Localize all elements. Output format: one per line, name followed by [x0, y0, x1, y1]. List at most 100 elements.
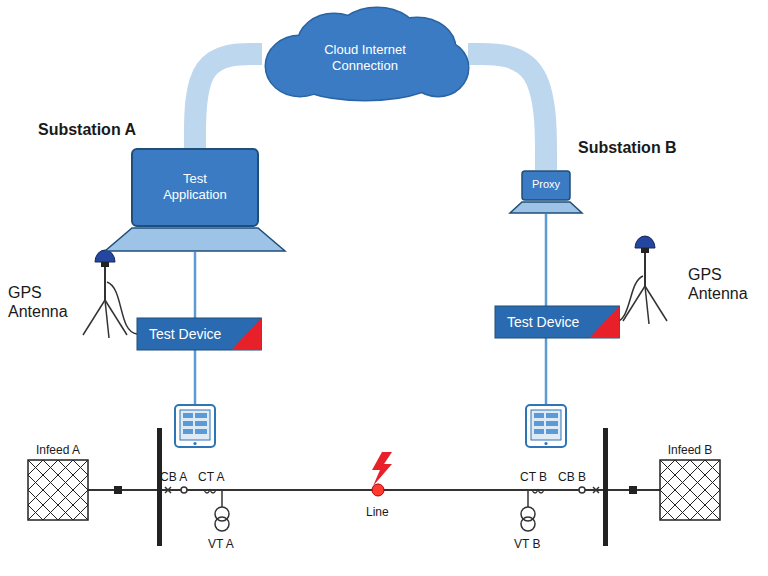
busbar: [157, 428, 608, 546]
infeed-hatch: [660, 460, 720, 520]
current-transformer-symbol: [204, 490, 216, 493]
infeed-source: Infeed B: [660, 443, 720, 520]
cloud-node: Cloud Internet Connection: [262, 8, 468, 100]
vt-label: VT B: [514, 537, 540, 551]
busbar: [603, 428, 608, 546]
cloud-shape: [266, 8, 468, 100]
node-text: Cloud Internet Connection: [306, 42, 424, 73]
gps-antenna: [104, 267, 106, 300]
ct-label: CT A: [198, 470, 224, 484]
tablet-icon: [183, 413, 193, 418]
gps-antenna: [83, 300, 105, 335]
node-text: Infeed B: [668, 443, 713, 457]
network-link-band: [195, 54, 262, 148]
tablet-icon: [546, 413, 558, 418]
device-red-corner: [231, 318, 261, 350]
node-text: Test Application: [153, 171, 237, 202]
text-holder: Test Device: [507, 314, 579, 331]
gps-antenna: [644, 253, 646, 286]
circuit-breaker-symbol: [181, 487, 187, 493]
test-device-box: Test Device: [495, 306, 619, 338]
text-holder: Cloud Internet Connection: [306, 42, 424, 73]
gps-antenna: [641, 248, 649, 253]
line-label: Line: [366, 505, 389, 519]
node-text: Infeed A: [36, 443, 80, 457]
gps-antenna: [95, 250, 115, 262]
fault-symbol: [372, 484, 384, 496]
voltage-transformer-symbol: [215, 490, 535, 531]
gps-antenna: [105, 300, 109, 338]
laptop-base: [510, 202, 582, 213]
tablet-icon: [183, 429, 193, 434]
circuit-breaker-symbol: [165, 487, 171, 493]
voltage-transformer-symbol: [527, 490, 529, 507]
circuit-breaker-symbol: [579, 487, 585, 493]
laptop-screen: [132, 149, 258, 226]
voltage-transformer-symbol: [521, 517, 535, 531]
infeed-box: [660, 460, 720, 520]
tablet-icon: [544, 442, 547, 445]
feeder-line: [88, 489, 158, 491]
fault-symbol: [372, 452, 392, 486]
busbar: [157, 428, 162, 546]
gps-antenna: [101, 262, 109, 267]
test-device-box: Test Device: [137, 318, 261, 350]
breaker-square: [114, 486, 122, 494]
node-text: Proxy: [532, 178, 560, 191]
infeed-hatch: [28, 460, 73, 505]
infeed-hatch: [73, 505, 88, 520]
infeed-hatch: [58, 490, 88, 520]
gps-antenna: [623, 286, 645, 321]
proxy-laptop-node-shape: [510, 170, 582, 214]
tablet-icon: [526, 405, 566, 447]
laptop-base: [105, 228, 285, 251]
breaker-label: CB A: [160, 470, 187, 484]
voltage-transformer-symbol: [215, 517, 229, 531]
voltage-transformer-symbol: [221, 490, 223, 507]
infeed-hatch: [660, 460, 675, 475]
vt-label: VT A: [208, 537, 234, 551]
gps-antenna: [623, 236, 667, 324]
tablet-icon: [193, 442, 196, 445]
text-holder: Infeed B: [668, 443, 713, 457]
antenna-label: GPS Antenna: [688, 265, 760, 303]
breaker-label: CB B: [558, 470, 586, 484]
ct-label: CT B: [520, 470, 547, 484]
tablet-icon: [534, 429, 544, 434]
tablet-icon: [546, 421, 558, 426]
tablet-icon: [195, 421, 207, 426]
node-text: Test Device: [149, 326, 221, 343]
laptop-node: Test Application: [105, 148, 285, 252]
infeed-hatch: [705, 505, 720, 520]
cloud-shape: [266, 8, 468, 100]
infeed-hatch: [28, 460, 43, 475]
infeed-hatch: [660, 460, 720, 520]
text-holder: Test Device: [149, 326, 221, 343]
tablet-icon: [534, 413, 544, 418]
network-link-band: [468, 54, 546, 170]
laptop-screen: [522, 171, 570, 200]
infeed-box: [28, 460, 88, 520]
substation-title: Substation A: [38, 120, 136, 139]
connector-line: [545, 214, 548, 306]
tablet-icon: [195, 429, 207, 434]
text-holder: Proxy: [532, 178, 560, 191]
device-wire: [194, 350, 197, 405]
tablet-icon: [526, 405, 566, 447]
gps-antenna: [83, 250, 127, 338]
circuit-breaker-symbol: [593, 487, 599, 493]
substation-title: Substation B: [578, 138, 677, 157]
gps-antenna: [635, 236, 655, 248]
text-holder: Test Application: [153, 171, 237, 202]
device-body: [137, 318, 261, 350]
antenna-label: GPS Antenna: [8, 283, 80, 321]
tablet-icon: [183, 421, 193, 426]
tablet-icon: [534, 421, 544, 426]
current-transformer-symbol: [532, 490, 544, 493]
connector-line: [194, 252, 197, 318]
tablet-icon: [180, 410, 210, 440]
tablet-icon: [175, 405, 215, 447]
